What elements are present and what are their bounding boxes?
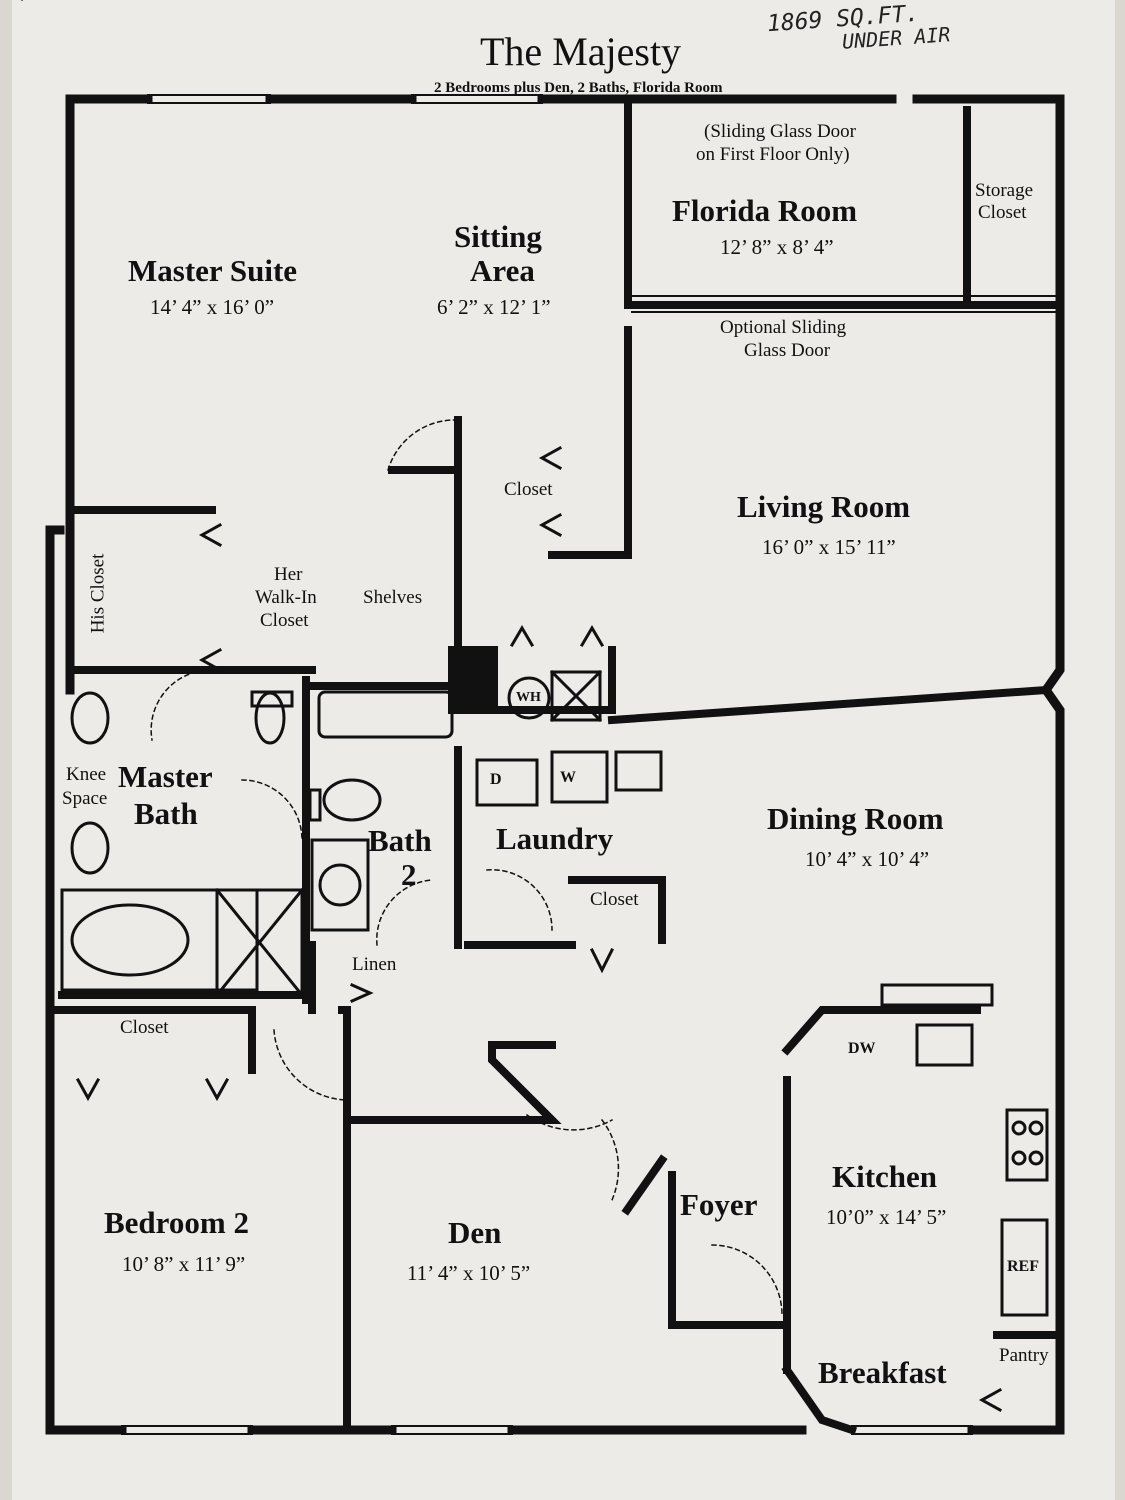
her-closet-1: Her [274,564,303,585]
room-dims-master-suite: 14’ 4” x 16’ 0” [150,295,275,319]
closet-label-bedroom2: Closet [120,1017,169,1038]
room-name-bedroom2: Bedroom 2 [104,1205,249,1240]
florida-note-2: on First Floor Only) [696,144,850,165]
room-name-bath2-1: Bath [368,823,432,858]
room-dims-living-room: 16’ 0” x 15’ 11” [762,535,896,559]
storage-closet-2: Closet [978,202,1027,223]
room-dims-dining-room: 10’ 4” x 10’ 4” [805,847,930,871]
water-heater-label: WH [516,690,541,705]
room-name-kitchen: Kitchen [832,1159,938,1194]
dryer-label: D [490,771,502,788]
door-swings [21,0,783,1316]
exterior-walls [45,94,1065,1435]
room-name-living-room: Living Room [737,489,911,524]
room-name-dining-room: Dining Room [767,801,944,836]
his-closet-label: His Closet [87,553,109,634]
knee-space-2: Space [62,788,108,809]
washer-label: W [560,769,576,786]
room-name-sitting-area-2: Area [470,253,535,288]
closet-label-upper: Closet [504,479,553,500]
room-name-master-bath-1: Master [118,759,213,794]
laundry-closet-label: Closet [590,889,639,910]
plan-subtitle: 2 Bedrooms plus Den, 2 Baths, Florida Ro… [434,80,723,96]
florida-note-1: (Sliding Glass Door [704,121,856,142]
floor-plan-drawing [21,0,1065,1436]
living-note-2: Glass Door [744,340,831,361]
windows [121,94,1057,1435]
room-dims-den: 11’ 4” x 10’ 5” [407,1261,531,1285]
shelves-label: Shelves [363,587,423,608]
room-name-foyer: Foyer [680,1187,758,1222]
refrigerator-label: REF [1007,1258,1039,1275]
room-name-laundry: Laundry [496,821,614,856]
fixtures [60,669,1049,1317]
plan-title: The Majesty [480,29,682,74]
living-note-1: Optional Sliding [720,317,847,338]
room-name-den: Den [448,1215,502,1250]
her-closet-2: Walk-In [255,587,317,608]
pantry-label: Pantry [999,1345,1049,1366]
room-name-bath2-2: 2 [401,857,417,892]
room-name-breakfast: Breakfast [818,1355,947,1390]
linen-label: Linen [352,954,397,975]
room-dims-bedroom2: 10’ 8” x 11’ 9” [122,1252,246,1276]
paper-sheet: The Majesty 2 Bedrooms plus Den, 2 Baths… [12,0,1115,1500]
room-dims-kitchen: 10’0” x 14’ 5” [826,1205,947,1229]
closet-arrows [75,445,1003,1413]
room-name-master-bath-2: Bath [134,796,198,831]
room-name-sitting-area-1: Sitting [454,219,542,254]
room-name-master-suite: Master Suite [128,253,298,288]
room-dims-florida-room: 12’ 8” x 8’ 4” [720,235,834,259]
room-name-florida-room: Florida Room [672,193,858,228]
her-closet-3: Closet [260,610,309,631]
room-dims-sitting-area: 6’ 2” x 12’ 1” [437,295,551,319]
storage-closet-1: Storage [975,180,1034,201]
dishwasher-label: DW [848,1040,876,1057]
knee-space-1: Knee [66,764,107,785]
